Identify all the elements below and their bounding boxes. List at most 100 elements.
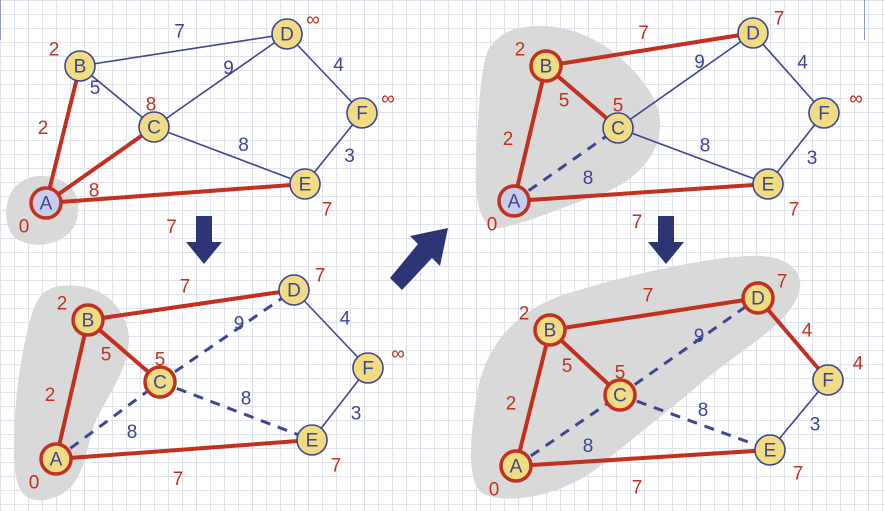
node-distance-label: 5	[613, 96, 624, 117]
node-distance-label: 7	[777, 272, 788, 293]
node-label: E	[306, 431, 319, 452]
node-label: C	[613, 386, 627, 407]
edge-d-f	[752, 32, 825, 114]
node-circle	[138, 111, 170, 143]
node-circle	[603, 378, 637, 412]
down-arrow-left	[186, 216, 222, 264]
edge-weight-label: 7	[180, 277, 191, 298]
edge-c-e	[617, 127, 769, 185]
edge-b-d	[87, 288, 295, 322]
node-circle	[64, 50, 96, 82]
node-circle	[808, 97, 840, 129]
edge-b-d	[549, 296, 759, 332]
edge-b-c	[79, 65, 155, 128]
node-distance-label: 0	[19, 217, 30, 238]
edge-weight-label: 7	[166, 217, 177, 238]
edge-weight-label: 4	[797, 53, 808, 74]
edge-b-d	[545, 31, 754, 68]
edge-weight-label: 8	[127, 422, 138, 443]
node-distance-label: 4	[853, 354, 864, 375]
node-label: A	[510, 457, 523, 478]
edge-c-e	[159, 380, 313, 442]
edge-a-e	[45, 182, 306, 205]
node-circle	[29, 186, 63, 220]
edge-weight-label: 8	[583, 436, 594, 457]
edge-a-c	[55, 380, 161, 461]
edge-weight-label: 3	[807, 148, 818, 169]
edge-weight-label: 7	[632, 212, 643, 233]
node-d: D7	[737, 9, 784, 49]
node-d: D∞	[271, 10, 320, 50]
node-circle	[289, 168, 321, 200]
edge-weight-label: 8	[700, 136, 711, 157]
edge-weight-label: 8	[89, 181, 100, 202]
edge-d-f	[293, 289, 369, 369]
node-label: B	[82, 311, 95, 332]
node-distance-label: 7	[793, 464, 804, 485]
node-b: B2	[49, 40, 96, 82]
node-circle	[752, 168, 784, 200]
edge-d-f	[756, 296, 830, 382]
node-label: A	[50, 450, 63, 471]
node-e: E7	[296, 424, 342, 477]
node-circle	[602, 112, 634, 144]
node-b: B2	[519, 304, 567, 347]
node-c: C5	[143, 350, 177, 399]
edge-weight-label: 8	[241, 389, 252, 410]
node-d: D7	[741, 272, 788, 315]
edge-weight-label: 4	[340, 309, 351, 330]
edge-weight-label: 4	[333, 55, 344, 76]
node-distance-label: 7	[315, 266, 326, 287]
node-label: C	[147, 118, 161, 139]
edge-c-d	[159, 288, 295, 384]
node-a: A0	[489, 449, 533, 501]
node-circle	[296, 424, 328, 456]
edge-weight-label: 4	[802, 321, 813, 342]
node-distance-label: 7	[331, 456, 342, 477]
node-distance-label: 0	[29, 473, 40, 494]
node-distance-label: ∞	[391, 344, 405, 365]
edge-weight-label: 7	[638, 23, 649, 44]
edge-a-b	[44, 65, 82, 204]
node-circle	[754, 434, 786, 466]
node-label: C	[153, 373, 167, 394]
node-label: F	[362, 359, 374, 380]
graph-layer: 287579843A0B2C8D∞E7F∞287579843A0B2C5D7E7…	[19, 9, 864, 501]
transition-arrows	[186, 216, 684, 290]
node-label: E	[764, 441, 777, 462]
node-circle	[741, 281, 775, 315]
node-circle	[529, 49, 563, 83]
node-circle	[346, 97, 378, 129]
edge-c-d	[153, 33, 288, 128]
edge-a-b	[514, 329, 552, 467]
edge-weight-label: 8	[238, 135, 249, 156]
edge-weight-label: 5	[90, 78, 101, 99]
node-f: F4	[812, 354, 864, 396]
node-circle	[143, 365, 177, 399]
node-label: B	[74, 57, 87, 78]
edge-weight-label: 7	[632, 478, 643, 499]
edge-weight-label: 3	[351, 404, 362, 425]
top-right-corner-mark	[864, 0, 865, 40]
top-left-corner-mark	[0, 0, 1, 40]
node-label: E	[762, 175, 775, 196]
edge-weight-label: 5	[559, 91, 570, 112]
node-a: A0	[19, 186, 63, 238]
edge-weight-label: 9	[694, 326, 705, 347]
node-label: F	[822, 371, 834, 392]
node-b: B2	[515, 40, 563, 83]
edge-weight-label: 7	[173, 469, 184, 490]
node-f: F∞	[808, 89, 863, 129]
node-c: C5	[603, 363, 637, 412]
node-distance-label: ∞	[849, 89, 863, 110]
node-distance-label: 0	[487, 215, 498, 236]
node-e: E7	[289, 168, 332, 221]
edge-weight-label: 8	[698, 400, 709, 421]
node-d: D7	[278, 266, 326, 306]
node-distance-label: 5	[155, 350, 166, 371]
edge-a-b	[54, 319, 90, 460]
